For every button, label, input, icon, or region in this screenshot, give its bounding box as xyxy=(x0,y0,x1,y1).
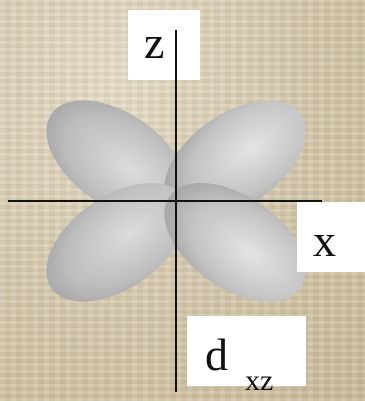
lobe-lower-right xyxy=(164,182,306,302)
z-axis-label: z xyxy=(144,17,165,68)
lobe-lower-left xyxy=(46,182,188,302)
x-axis-label: x xyxy=(313,215,336,266)
orbital-subscript: xz xyxy=(245,364,274,397)
z-axis-label-box: z xyxy=(128,10,200,80)
orbital-name-box: d xz xyxy=(187,316,306,396)
orbital-symbol: d xyxy=(205,329,228,380)
x-axis-label-box: x xyxy=(297,202,365,272)
